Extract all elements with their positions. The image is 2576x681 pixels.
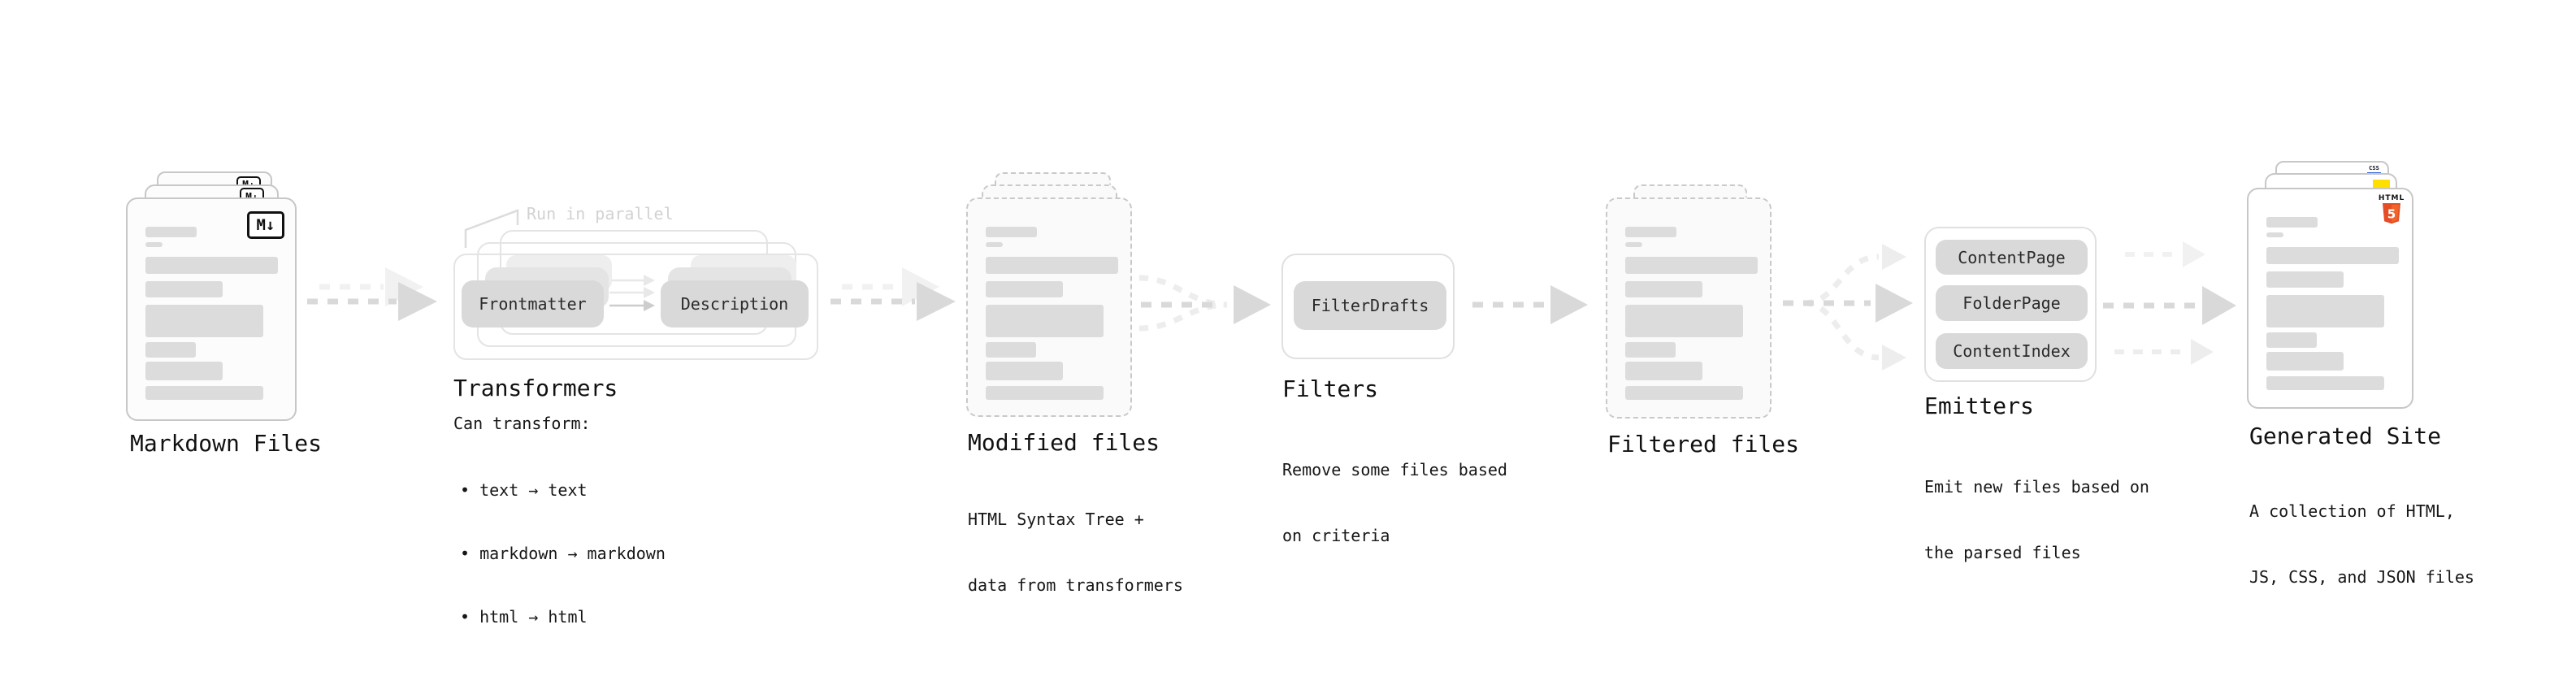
modified-file-front bbox=[966, 197, 1132, 417]
contentpage-button: ContentPage bbox=[1936, 240, 2088, 275]
markdown-icon: M↓ bbox=[247, 211, 284, 239]
frontmatter-button: Frontmatter bbox=[462, 280, 604, 327]
arrow-filtered-to-emitters bbox=[1783, 244, 1913, 371]
filters-title: Filters bbox=[1282, 375, 1379, 402]
filtered-files-label: Filtered files bbox=[1607, 431, 1800, 458]
emitters-title: Emitters bbox=[1924, 393, 2034, 419]
filtered-file-front bbox=[1606, 197, 1772, 419]
transformers-title: Transformers bbox=[453, 375, 618, 401]
emitters-panel: ContentPage FolderPage ContentIndex bbox=[1924, 227, 2097, 382]
bullet-item: • html → html bbox=[460, 607, 588, 627]
markdown-file-front: M↓ bbox=[126, 197, 297, 421]
filters-desc: Remove some files based on criteria bbox=[1282, 460, 1507, 545]
filters-panel: FilterDrafts bbox=[1281, 254, 1455, 359]
markdown-files-label: Markdown Files bbox=[130, 430, 323, 457]
folderpage-button: FolderPage bbox=[1936, 285, 2088, 321]
arrow-transformers-to-modified bbox=[830, 267, 956, 321]
generated-site-label: Generated Site bbox=[2249, 423, 2442, 449]
transformer-layer-front bbox=[453, 254, 818, 360]
arrow-emitters-to-site bbox=[2103, 241, 2236, 365]
description-button: Description bbox=[661, 280, 809, 327]
filterdrafts-button: FilterDrafts bbox=[1294, 281, 1446, 330]
svg-text:5: 5 bbox=[2387, 207, 2396, 222]
transformers-bullet-list: • text → text • markdown → markdown • ht… bbox=[460, 437, 666, 670]
run-in-parallel-annotation: Run in parallel bbox=[527, 204, 674, 223]
html5-icon: HTML 5 bbox=[2379, 194, 2404, 225]
arrow-filters-to-filtered bbox=[1472, 285, 1588, 324]
transformers-desc-heading: Can transform: bbox=[453, 414, 591, 433]
arrow-markdown-to-transformers bbox=[307, 267, 437, 321]
bullet-item: • text → text bbox=[460, 480, 588, 500]
site-file-html: HTML 5 bbox=[2247, 188, 2413, 409]
contentindex-button: ContentIndex bbox=[1936, 333, 2088, 369]
generated-site-desc: A collection of HTML, JS, CSS, and JSON … bbox=[2249, 501, 2474, 587]
bullet-item: • markdown → markdown bbox=[460, 544, 666, 563]
js-icon bbox=[2373, 180, 2390, 189]
modified-files-desc: HTML Syntax Tree + data from transformer… bbox=[968, 510, 1183, 595]
emitters-desc: Emit new files based on the parsed files bbox=[1924, 477, 2149, 562]
arrow-modified-to-filters bbox=[1138, 275, 1271, 332]
modified-files-label: Modified files bbox=[968, 429, 1160, 456]
